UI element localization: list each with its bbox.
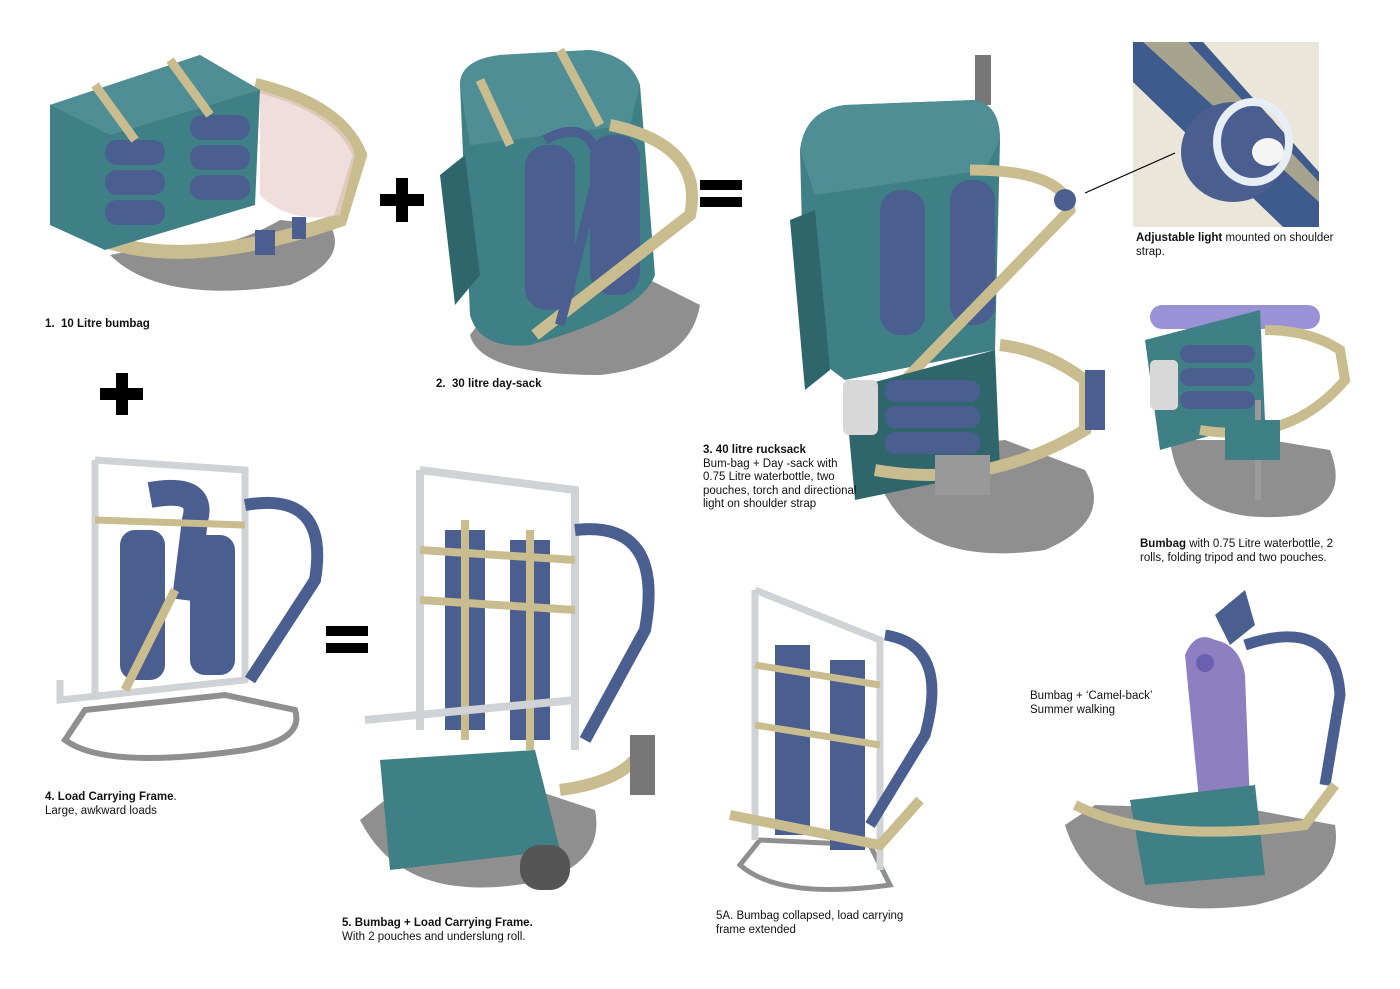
pouch: [630, 735, 655, 795]
caption-text: With 2 pouches and underslung roll.: [342, 930, 526, 943]
waist-belt: [1072, 782, 1339, 837]
collapsed-bumbag-frame-illustration: [729, 586, 938, 892]
back-pad: [950, 180, 995, 325]
caption-number: 5.: [342, 917, 352, 929]
caption-text: 5A. Bumbag collapsed, load carrying: [716, 910, 904, 922]
pouch: [1085, 370, 1105, 430]
bumbag-body: [380, 750, 560, 870]
caption-suffix: .: [173, 791, 177, 803]
caption-text: rolls, folding tripod and two pouches.: [1140, 551, 1327, 564]
caption-title: Adjustable light: [1136, 232, 1223, 244]
water-bottle: [1150, 360, 1178, 410]
buckle: [255, 230, 275, 255]
caption-title: Load Carrying Frame: [57, 791, 174, 803]
caption-line: pouches, torch and directional: [703, 484, 857, 497]
caption-text: strap.: [1136, 245, 1165, 258]
caption-40-litre-rucksack: 3. 40 litre rucksack Bum-bag + Day -sack…: [703, 444, 856, 512]
caption-number: 4.: [45, 791, 55, 803]
metal-frame: [753, 586, 884, 870]
light-ring: [1213, 98, 1293, 186]
caption-bumbag-plus-frame: 5. Bumbag + Load Carrying Frame. With 2 …: [342, 917, 533, 944]
back-pad: [525, 145, 575, 310]
back-pad: [880, 190, 925, 335]
plus-sign: [116, 373, 128, 415]
caption-text: mounted on shoulder: [1222, 232, 1334, 244]
caption-30-litre-day-sack: 2. 30 litre day-sack: [436, 378, 542, 392]
water-bottle: [843, 380, 878, 435]
day-sack-illustration: [440, 47, 700, 375]
caption-text: Bumbag + ‘Camel-back’: [1030, 690, 1153, 702]
caption-title: Bumbag: [1140, 538, 1186, 550]
light-lens: [1252, 138, 1284, 166]
camel-back-illustration: [1065, 590, 1346, 909]
caption-number: 2.: [436, 378, 446, 390]
shadow: [736, 837, 894, 892]
equals-sign: [700, 197, 742, 207]
rucksack-illustration: [790, 55, 1105, 554]
plus-sign: [396, 178, 408, 222]
pouch: [1225, 420, 1280, 460]
bumbag-roll: [105, 170, 165, 195]
caption-title: 10 Litre bumbag: [60, 318, 150, 330]
buckle: [292, 217, 306, 239]
caption-line: 0.75 Litre waterbottle, two: [703, 471, 835, 483]
shoulder-strap: [1243, 631, 1346, 786]
waist-belt: [729, 796, 924, 851]
shoulder-strap: [574, 523, 655, 743]
day-sack-side-pocket: [440, 155, 480, 305]
caption-text: with 0.75 Litre waterbottle, 2: [1186, 538, 1334, 550]
load-frame-illustration: [56, 456, 324, 761]
waist-belt: [873, 339, 1091, 481]
caption-camel-back: Bumbag + ‘Camel-back’ Summer walking: [1030, 690, 1152, 717]
metal-frame: [56, 456, 249, 704]
equals-sign: [700, 180, 742, 190]
bumbag-roll: [105, 140, 165, 165]
rucksack-lid: [800, 100, 1000, 195]
shoulder-strap: [531, 119, 699, 340]
caption-number: 1.: [45, 318, 55, 330]
caption-line: light on shoulder strap: [703, 498, 817, 510]
underslung-roll: [520, 845, 570, 890]
adjustable-light-inset: [1133, 42, 1319, 227]
bumbag-illustration: [50, 55, 368, 291]
caption-title: 30 litre day-sack: [451, 378, 542, 390]
bumbag-roll: [190, 175, 250, 200]
shoulder-strap: [865, 629, 938, 828]
shoulder-pad: [1215, 590, 1255, 645]
bumbag-roll: [190, 115, 250, 140]
caption-number: 3.: [703, 444, 713, 456]
side-pocket: [790, 210, 830, 390]
pointer-line: [1084, 152, 1176, 194]
equals-sign: [326, 626, 368, 636]
pouch: [935, 455, 990, 495]
shoulder-strap: [542, 126, 606, 327]
frame-shadow: [60, 691, 300, 761]
bumbag-mesh: [260, 90, 355, 218]
caption-text: Large, awkward loads: [45, 804, 157, 817]
caption-bumbag-with-bottle: Bumbag with 0.75 Litre waterbottle, 2 ro…: [1140, 538, 1333, 565]
equals-sign: [326, 643, 368, 653]
shadow: [1170, 440, 1336, 518]
bumbag-top: [50, 55, 260, 135]
caption-text: Summer walking: [1030, 703, 1115, 716]
camel-back-bladder: [1185, 637, 1250, 810]
bumbag-plus-frame-illustration: [360, 466, 655, 890]
caption-title: 40 litre rucksack: [715, 444, 806, 456]
torch-icon: [1054, 189, 1076, 211]
light-housing: [1181, 102, 1285, 202]
tripod-top: [975, 55, 991, 105]
bumbag-roll: [105, 200, 165, 225]
caption-adjustable-light: Adjustable light mounted on shoulder str…: [1136, 232, 1334, 259]
bumbag-with-bottle-illustration: [1145, 305, 1351, 518]
caption-10-litre-bumbag: 1. 10 Litre bumbag: [45, 318, 150, 332]
caption-text: frame extended: [716, 923, 796, 936]
bumbag-waist-belt: [87, 78, 368, 259]
caption-load-carrying-frame: 4. Load Carrying Frame. Large, awkward l…: [45, 791, 177, 818]
caption-title: Bumbag + Load Carrying Frame.: [354, 917, 533, 929]
caption-5a-collapsed: 5A. Bumbag collapsed, load carrying fram…: [716, 910, 903, 937]
metal-frame: [419, 466, 579, 750]
caption-line: Bum-bag + Day -sack with: [703, 457, 838, 470]
bumbag-roll: [190, 145, 250, 170]
shoulder-strap: [243, 496, 324, 684]
